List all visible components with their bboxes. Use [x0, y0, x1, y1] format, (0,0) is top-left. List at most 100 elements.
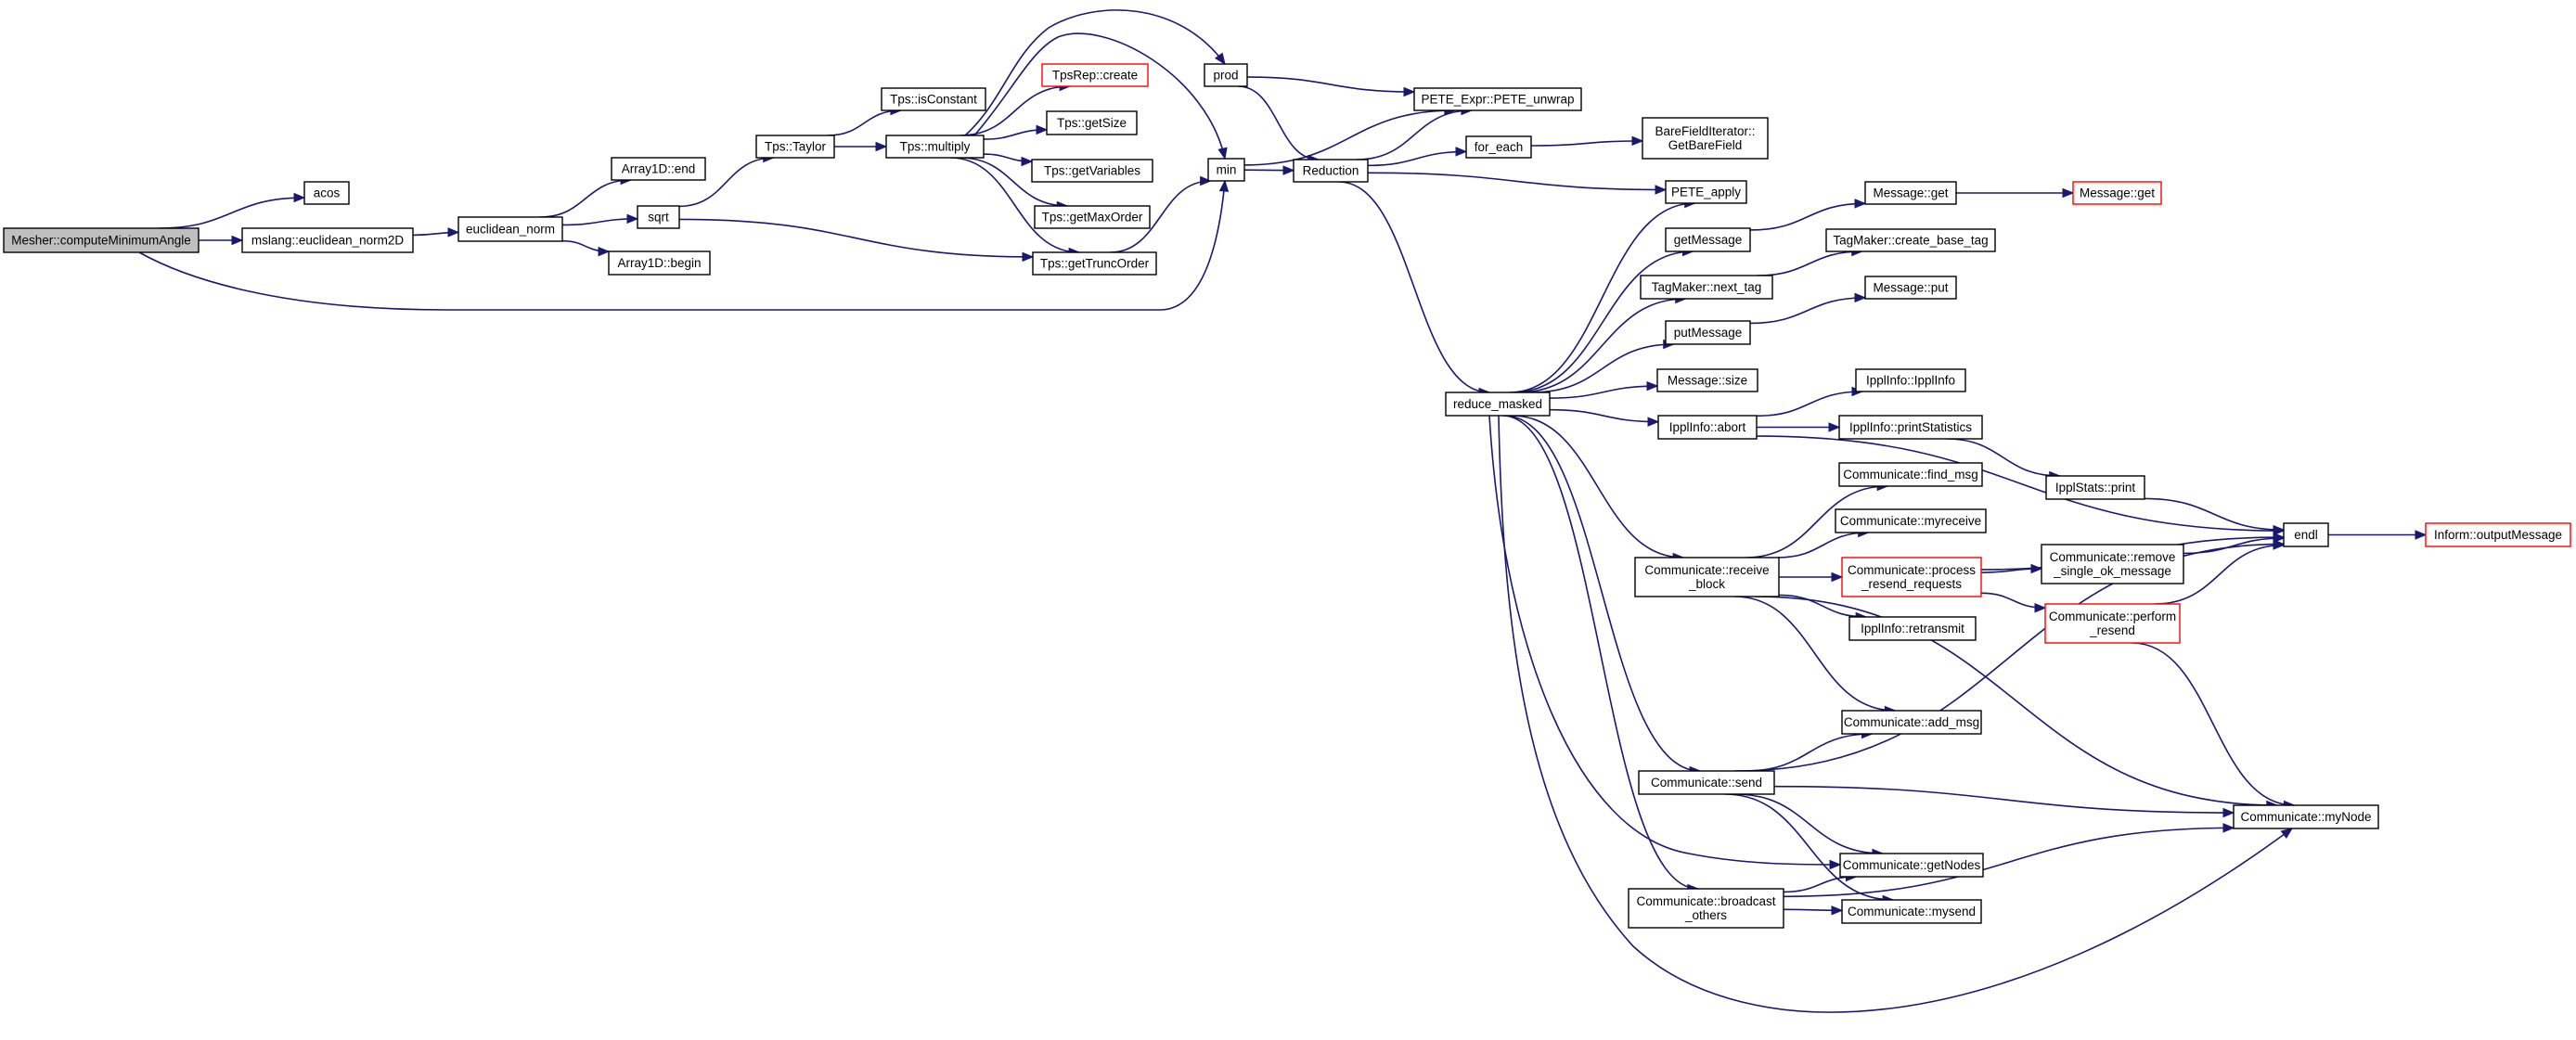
node-procresend[interactable]: Communicate::process_resend_requests: [1841, 557, 1982, 597]
node-label: Tps::getMaxOrder: [1042, 211, 1143, 225]
node-msgget2[interactable]: Message::get: [2072, 181, 2162, 205]
arrowhead-icon: [1829, 859, 1842, 870]
node-box: [1864, 181, 1957, 205]
node-outmsg[interactable]: Inform::outputMessage: [2425, 522, 2571, 547]
node-mysend[interactable]: Communicate::mysend: [1841, 899, 1982, 924]
node-enorm[interactable]: euclidean_norm: [457, 216, 563, 242]
node-box: [1207, 158, 1245, 182]
arrowhead-icon: [447, 227, 460, 238]
node-abort[interactable]: IpplInfo::abort: [1657, 415, 1758, 440]
node-min[interactable]: min: [1207, 158, 1245, 182]
edge-statsprint-to-endl: [2144, 497, 2286, 535]
node-box: [1864, 276, 1957, 300]
node-box: [611, 157, 706, 181]
node-label: Tps::getSize: [1057, 116, 1127, 130]
node-putmsg[interactable]: putMessage: [1665, 320, 1751, 345]
node-label: Communicate::myNode: [2240, 810, 2371, 824]
node-a1end[interactable]: Array1D::end: [611, 157, 706, 181]
edge-prod-to-unwrap: [1246, 76, 1416, 97]
node-box: [1841, 710, 1982, 735]
node-bare[interactable]: BareFieldIterator::GetBareField: [1642, 117, 1769, 160]
node-getnodes[interactable]: Communicate::getNodes: [1839, 853, 1984, 878]
node-box: [1413, 87, 1582, 111]
node-box: [1835, 508, 1987, 533]
node-removeok[interactable]: Communicate::remove_single_ok_message: [2041, 544, 2184, 584]
node-bcast[interactable]: Communicate::broadcast_others: [1628, 888, 1784, 929]
edge-line: [138, 180, 1226, 311]
edge-send-to-mysend: [1724, 793, 1895, 905]
node-reduction[interactable]: Reduction: [1293, 159, 1369, 183]
arrowhead-icon: [2415, 530, 2428, 540]
node-label: PETE_Expr::PETE_unwrap: [1421, 93, 1574, 107]
node-statsprint[interactable]: IpplStats::print: [2045, 475, 2145, 500]
node-nexttag[interactable]: TagMaker::next_tag: [1640, 275, 1773, 300]
node-label: Message::get: [1873, 186, 1948, 200]
node-findmsg[interactable]: Communicate::find_msg: [1838, 462, 1983, 487]
edge-procresend-to-perfresend: [1980, 592, 2047, 613]
edge-line: [1946, 438, 2060, 477]
node-reduce[interactable]: reduce_masked: [1445, 392, 1551, 417]
node-printstats[interactable]: IpplInfo::printStatistics: [1838, 415, 1983, 440]
node-label: IpplInfo::abort: [1669, 420, 1746, 434]
node-foreach[interactable]: for_each: [1465, 135, 1532, 159]
edge-line: [1745, 733, 1873, 772]
edge-reduction-to-peteapply: [1367, 172, 1668, 195]
node-box: [1445, 392, 1551, 417]
node-addmsg[interactable]: Communicate::add_msg: [1841, 710, 1982, 735]
node-peteapply[interactable]: PETE_apply: [1665, 180, 1747, 204]
node-prod[interactable]: prod: [1204, 63, 1248, 87]
node-tpscreate[interactable]: TpsRep::create: [1041, 63, 1149, 87]
node-box: [1634, 557, 1780, 597]
edge-line: [2144, 497, 2285, 531]
node-a1begin[interactable]: Array1D::begin: [608, 250, 711, 276]
node-perfresend[interactable]: Communicate::perform_resend: [2044, 603, 2181, 644]
node-msgsize[interactable]: Message::size: [1656, 368, 1758, 392]
node-label: Communicate::remove_single_ok_message: [2050, 550, 2176, 578]
node-mult[interactable]: Tps::multiply: [885, 135, 985, 159]
node-msgget[interactable]: Message::get: [1864, 181, 1957, 205]
node-box: [1041, 63, 1149, 87]
node-mynode[interactable]: Communicate::myNode: [2233, 804, 2379, 829]
edge-line: [1734, 596, 1896, 712]
node-basetag[interactable]: TagMaker::create_base_tag: [1825, 228, 1996, 252]
node-box: [1841, 557, 1982, 597]
node-root[interactable]: Mesher::computeMinimumAngle: [3, 227, 200, 253]
node-box: [1204, 63, 1248, 87]
node-label: TagMaker::create_base_tag: [1833, 234, 1988, 248]
node-ipplinfo[interactable]: IpplInfo::IpplInfo: [1855, 368, 1966, 392]
node-label: Tps::Taylor: [765, 140, 827, 154]
node-sqrt[interactable]: sqrt: [637, 205, 680, 229]
node-unwrap[interactable]: PETE_Expr::PETE_unwrap: [1413, 87, 1582, 111]
node-getmsg[interactable]: getMessage: [1665, 227, 1751, 252]
node-acos[interactable]: acos: [303, 181, 350, 205]
node-getvars[interactable]: Tps::getVariables: [1031, 159, 1153, 183]
node-mslang[interactable]: mslang::euclidean_norm2D: [241, 227, 414, 253]
node-label: BareFieldIterator::GetBareField: [1655, 124, 1755, 152]
node-myrecv[interactable]: Communicate::myreceive: [1835, 508, 1987, 533]
edge-line: [561, 218, 638, 226]
node-gettrunc[interactable]: Tps::getTruncOrder: [1032, 251, 1157, 276]
node-box: [1838, 462, 1983, 487]
node-taylor[interactable]: Tps::Taylor: [755, 135, 835, 159]
node-send[interactable]: Communicate::send: [1638, 770, 1775, 795]
edge-line: [678, 218, 1034, 258]
node-retransmit[interactable]: IpplInfo::retransmit: [1848, 616, 1977, 641]
edge-recvblock-to-mynode: [1755, 596, 2279, 811]
node-isconst[interactable]: Tps::isConstant: [881, 87, 986, 111]
node-getmax[interactable]: Tps::getMaxOrder: [1034, 205, 1151, 229]
node-msgput[interactable]: Message::put: [1864, 276, 1957, 300]
node-label: Communicate::process_resend_requests: [1848, 563, 1976, 591]
node-recvblock[interactable]: Communicate::receive_block: [1634, 557, 1780, 597]
node-label: IpplInfo::printStatistics: [1849, 420, 1972, 434]
node-endl[interactable]: endl: [2283, 522, 2329, 547]
arrowhead-icon: [2222, 823, 2235, 833]
edge-mult-to-prod: [964, 9, 1226, 136]
node-getsize[interactable]: Tps::getSize: [1046, 110, 1138, 135]
node-box: [1657, 415, 1758, 440]
arrowhead-icon: [1646, 380, 1659, 392]
node-box: [1665, 180, 1747, 204]
edge-line: [1509, 202, 1695, 393]
edge-line: [2132, 642, 2295, 806]
node-label: Communicate::getNodes: [1843, 858, 1981, 872]
node-label: Tps::getVariables: [1044, 164, 1140, 178]
